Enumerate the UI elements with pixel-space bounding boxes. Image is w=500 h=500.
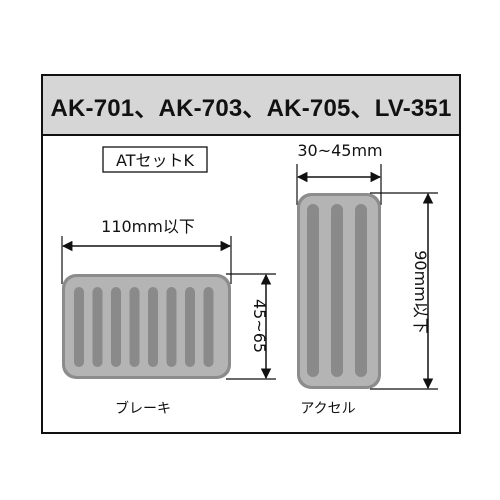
accelerator-width-label: 30~45mm bbox=[297, 141, 382, 160]
brake-groove bbox=[185, 287, 195, 367]
accelerator-grooves bbox=[307, 204, 367, 377]
brake-height-label: 45~65 bbox=[250, 299, 269, 353]
brake-groove bbox=[92, 287, 103, 367]
brake-name-label: ブレーキ bbox=[115, 400, 171, 417]
brake-groove bbox=[148, 287, 158, 367]
accelerator-groove bbox=[355, 204, 367, 377]
brake-groove bbox=[129, 287, 140, 367]
accelerator-groove bbox=[331, 204, 343, 377]
brake-groove bbox=[111, 287, 121, 367]
accelerator-pedal bbox=[297, 193, 381, 389]
set-label-text: ATセットK bbox=[116, 151, 194, 170]
brake-groove bbox=[203, 287, 214, 367]
brake-width-label: 110mm以下 bbox=[101, 217, 195, 236]
accelerator-groove bbox=[307, 204, 319, 377]
accelerator-name-label: アクセル bbox=[300, 401, 355, 417]
brake-groove bbox=[166, 287, 177, 367]
accelerator-height-label: 90mm以下 bbox=[411, 250, 430, 334]
brake-pedal bbox=[62, 274, 231, 379]
brake-groove bbox=[74, 287, 84, 367]
brake-grooves bbox=[74, 287, 214, 367]
model-numbers-title: AK-701、AK-703、AK-705、LV-351 bbox=[50, 94, 452, 122]
set-label-box bbox=[102, 146, 208, 173]
model-header: AK-701、AK-703、AK-705、LV-351 bbox=[43, 76, 459, 136]
